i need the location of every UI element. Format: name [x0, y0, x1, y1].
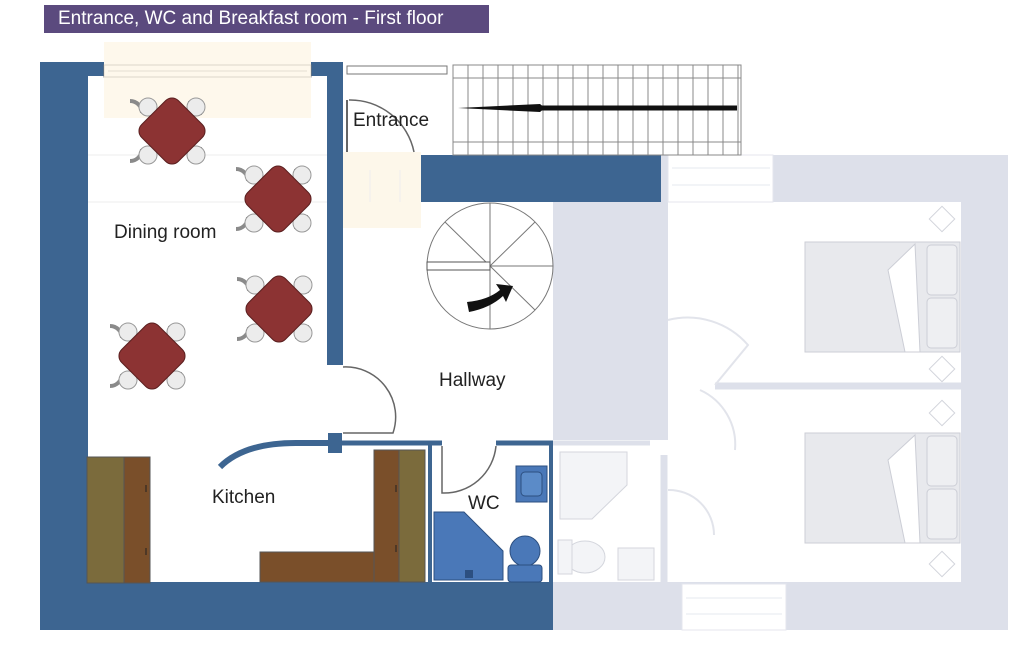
- direction-arrow-icon: [467, 284, 513, 312]
- light-patch: [104, 42, 311, 118]
- wc-door: [441, 445, 497, 494]
- kitchen-counters: [86, 449, 426, 584]
- dining-table: [235, 165, 312, 233]
- label-dining-room: Dining room: [114, 222, 216, 243]
- entrance-door: [348, 99, 415, 153]
- faded-bedroom-area: [553, 154, 1008, 631]
- faded-bed-lower: [804, 399, 961, 578]
- wc-fixtures: [433, 465, 548, 583]
- dining-tables: [109, 97, 313, 390]
- label-kitchen: Kitchen: [212, 487, 275, 508]
- dining-door: [342, 366, 397, 434]
- light-patch-entrance: [343, 152, 421, 228]
- outer-walls: [40, 62, 661, 630]
- dining-table: [129, 97, 206, 165]
- faded-bed-upper: [804, 205, 961, 383]
- dining-table: [236, 275, 313, 343]
- label-entrance: Entrance: [353, 110, 429, 131]
- plan-title: Entrance, WC and Breakfast room - First …: [44, 5, 489, 33]
- spiral-staircase: [426, 202, 554, 330]
- label-hallway: Hallway: [439, 370, 506, 391]
- external-staircase: [452, 64, 742, 156]
- dining-table: [109, 322, 186, 390]
- label-wc: WC: [468, 493, 500, 514]
- window-entrance: [346, 65, 448, 75]
